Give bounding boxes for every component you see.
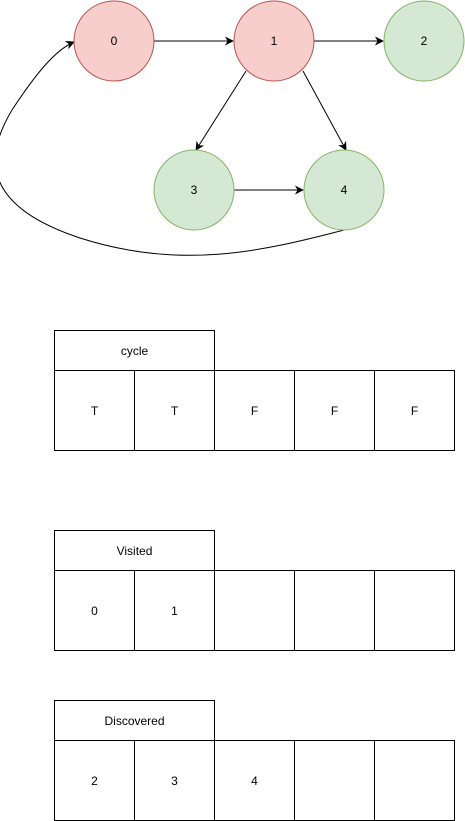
cycle-cell-0: T bbox=[54, 370, 135, 451]
cycle-cell-4: F bbox=[374, 370, 455, 451]
discovered-cell-4 bbox=[374, 740, 455, 821]
graph-node-4: 4 bbox=[303, 149, 385, 231]
visited-header: Visited bbox=[54, 530, 215, 571]
graph-node-3: 3 bbox=[153, 149, 235, 231]
discovered-array: Discovered 2 3 4 bbox=[54, 700, 455, 821]
cycle-cell-2: F bbox=[214, 370, 295, 451]
graph-node-2: 2 bbox=[383, 0, 465, 82]
visited-cell-2 bbox=[214, 570, 295, 651]
node-label: 4 bbox=[341, 183, 348, 197]
graph-node-1: 1 bbox=[233, 0, 315, 82]
discovered-cell-1: 3 bbox=[134, 740, 215, 821]
node-label: 1 bbox=[271, 34, 278, 48]
cycle-header: cycle bbox=[54, 330, 215, 371]
visited-cell-4 bbox=[374, 570, 455, 651]
visited-cell-1: 1 bbox=[134, 570, 215, 651]
visited-cell-0: 0 bbox=[54, 570, 135, 651]
discovered-cell-0: 2 bbox=[54, 740, 135, 821]
cycle-cell-1: T bbox=[134, 370, 215, 451]
node-label: 0 bbox=[111, 34, 118, 48]
visited-array: Visited 0 1 bbox=[54, 530, 455, 651]
node-label: 3 bbox=[191, 183, 198, 197]
node-circle bbox=[303, 149, 385, 231]
edge-1-4 bbox=[302, 70, 347, 151]
node-label: 2 bbox=[421, 34, 428, 48]
cycle-array: cycle T T F F F bbox=[54, 330, 455, 451]
node-circle bbox=[73, 0, 155, 82]
discovered-cell-3 bbox=[294, 740, 375, 821]
edge-1-3 bbox=[195, 70, 247, 151]
edge-4-0 bbox=[0, 41, 345, 256]
cycle-cell-3: F bbox=[294, 370, 375, 451]
graph-node-0: 0 bbox=[73, 0, 155, 82]
graph-diagram: 0 1 2 3 4 bbox=[0, 0, 465, 256]
discovered-cell-2: 4 bbox=[214, 740, 295, 821]
node-circle bbox=[233, 0, 315, 82]
node-circle bbox=[383, 0, 465, 82]
node-circle bbox=[153, 149, 235, 231]
visited-cell-3 bbox=[294, 570, 375, 651]
discovered-header: Discovered bbox=[54, 700, 215, 741]
